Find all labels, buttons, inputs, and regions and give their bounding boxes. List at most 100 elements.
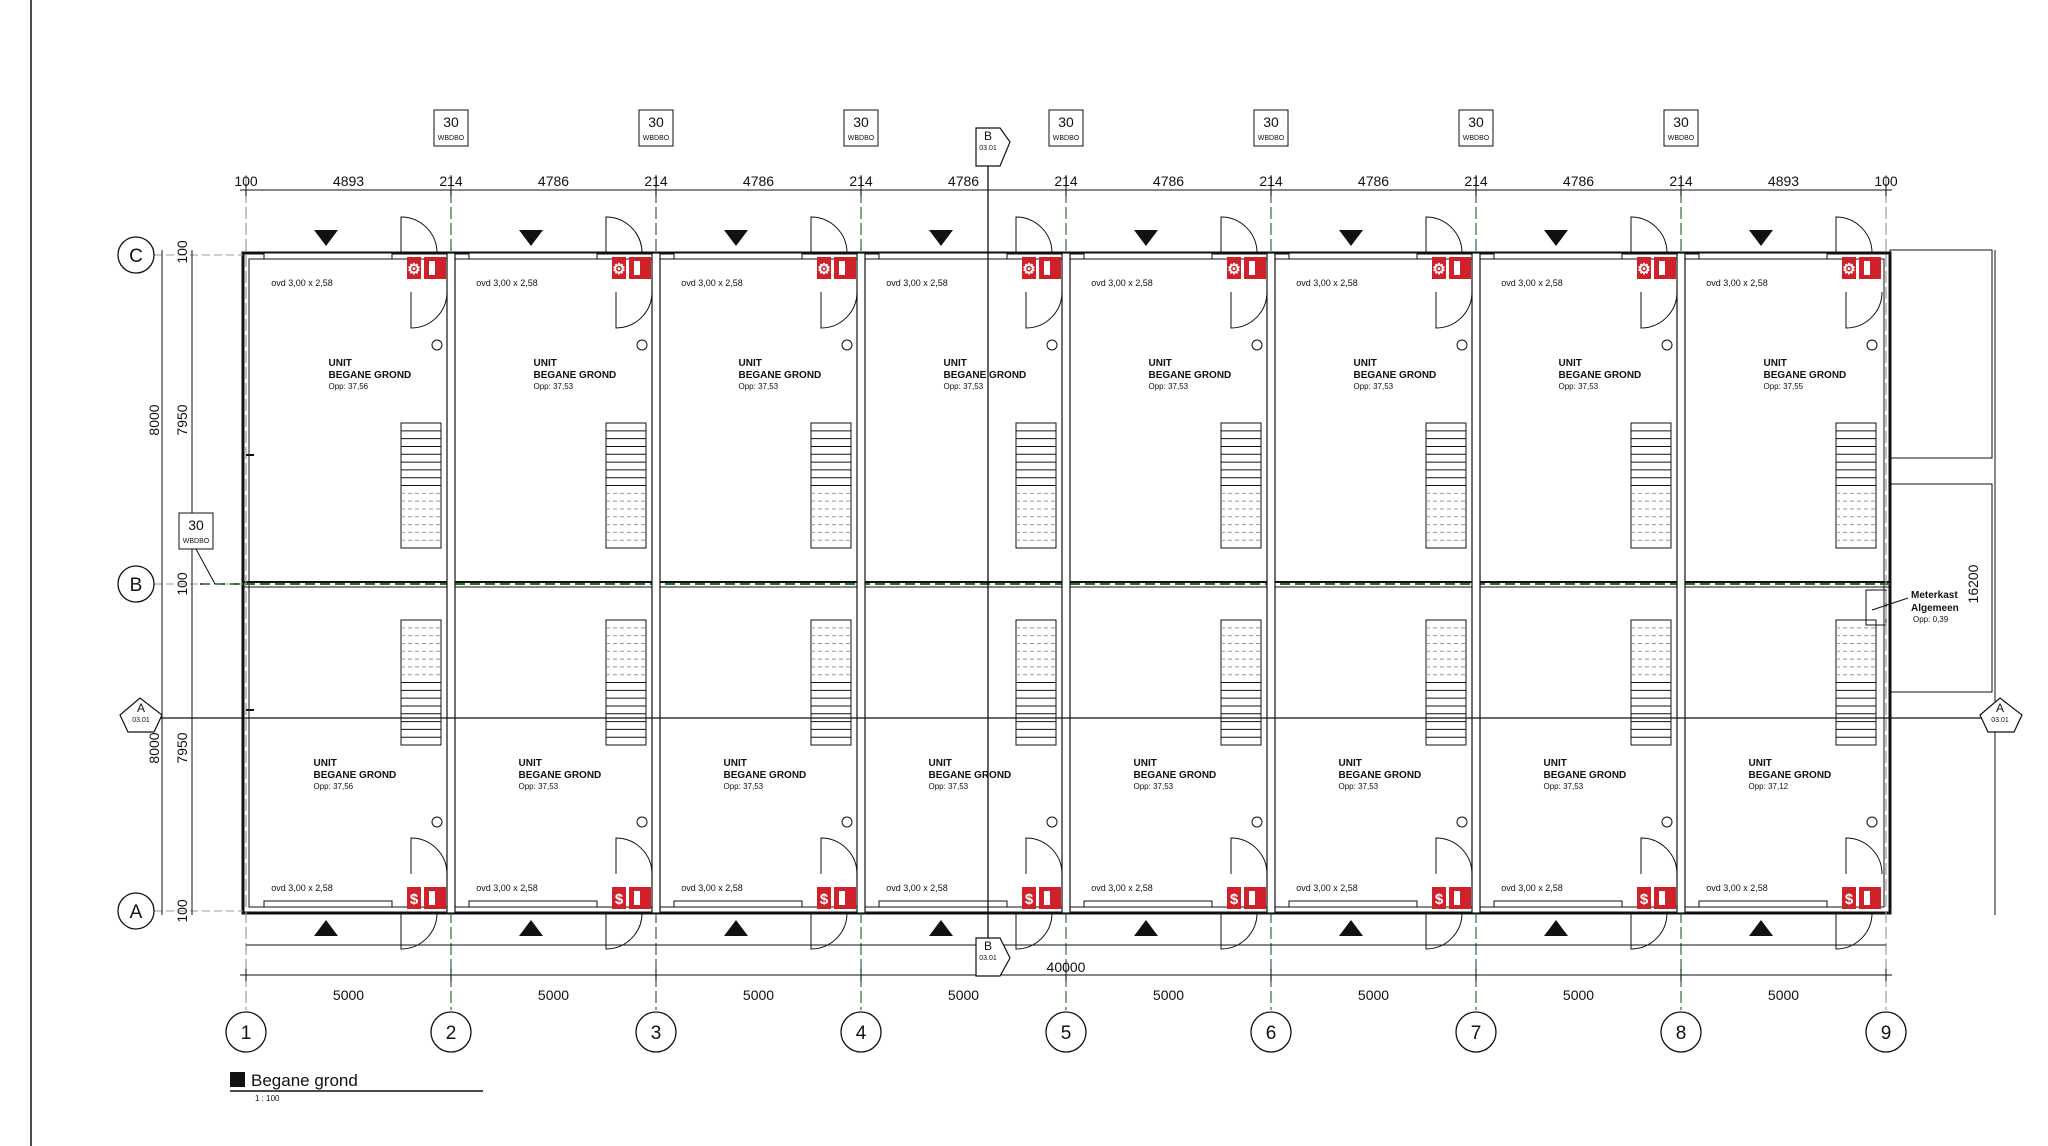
window-label-bottom: ovd 3,00 x 2,58	[1706, 883, 1768, 893]
fire-rating-tag	[1663, 109, 1699, 147]
fire-safety-bottom-extinguisher-body	[1454, 891, 1460, 905]
door-bottom-swing	[1015, 912, 1053, 950]
smoke-detector-top	[1661, 339, 1673, 351]
section-marker-b-top-shape	[975, 127, 1011, 167]
unit-bottom-floor: BEGANE GROND	[1134, 770, 1217, 781]
window-label-bottom: ovd 3,00 x 2,58	[476, 883, 538, 893]
meter-cupboard-label: Meterkast	[1911, 590, 1958, 601]
fire-safety-top-sign	[407, 257, 421, 279]
smoke-detector-bottom	[636, 816, 648, 828]
unit-top-area: Opp: 37,53	[739, 382, 779, 391]
smoke-detector-bottom	[1046, 816, 1058, 828]
door-inner-top-swing	[1435, 291, 1473, 329]
stair-bottom	[1220, 619, 1262, 746]
door-inner-top-swing	[1845, 291, 1883, 329]
smoke-detector-bottom	[1866, 816, 1878, 828]
window-label-bottom: ovd 3,00 x 2,58	[1501, 883, 1563, 893]
fire-safety-bottom: $	[817, 887, 856, 909]
fire-safety-bottom-sign	[612, 887, 626, 909]
top-dim-value: 4893	[333, 173, 364, 189]
grid-label-6: 6	[1266, 1023, 1277, 1044]
unit-top-area: Opp: 37,53	[534, 382, 574, 391]
fire-safety-bottom-sign-glyph: $	[410, 891, 419, 908]
door-inner-bottom-swing	[1845, 837, 1883, 875]
unit-bottom-name: UNIT	[1134, 758, 1157, 769]
fire-rating-code: WBDBO	[848, 135, 875, 142]
door-inner-bottom	[1230, 837, 1268, 875]
door-top	[1630, 216, 1668, 254]
grid-label-1: 1	[241, 1023, 252, 1044]
smoke-detector-top	[1456, 339, 1468, 351]
door-top-swing	[400, 216, 438, 254]
entrance-arrow-bottom	[1134, 920, 1158, 936]
entrance-arrow-top	[724, 230, 748, 246]
fire-safety-bottom-sign-glyph: $	[1025, 891, 1034, 908]
door-inner-top	[1435, 291, 1473, 329]
bottom-dim-value: 5000	[333, 987, 364, 1003]
fire-safety-bottom: $	[1432, 887, 1471, 909]
fire-safety-bottom-extinguisher-body	[1044, 891, 1050, 905]
unit-bottom-area: Opp: 37,56	[314, 782, 354, 791]
entrance-arrow-top	[1134, 230, 1158, 246]
unit-top-name: UNIT	[1764, 358, 1787, 369]
left-dim-outer-value: 8000	[146, 732, 162, 763]
fire-safety-top-extinguisher-body	[1864, 261, 1870, 275]
drawing-title: Begane grond	[251, 1071, 358, 1090]
grid-label-4: 4	[856, 1023, 867, 1044]
left-dim-outer-value: 8000	[146, 404, 162, 435]
fire-safety-bottom-extinguisher-body	[1864, 891, 1870, 905]
fire-safety-bottom-sign-glyph: $	[1845, 891, 1854, 908]
unit-top-floor: BEGANE GROND	[944, 370, 1027, 381]
annex-outline	[1889, 249, 1993, 459]
door-inner-bottom-swing	[1435, 837, 1473, 875]
window-label-bottom: ovd 3,00 x 2,58	[1296, 883, 1358, 893]
smoke-detector-top	[1866, 339, 1878, 351]
smoke-detector-bottom	[431, 816, 443, 828]
door-inner-bottom-swing	[615, 837, 653, 875]
unit-top-floor: BEGANE GROND	[329, 370, 412, 381]
fire-rating-leader-left	[195, 548, 216, 585]
window-label-top: ovd 3,00 x 2,58	[1091, 278, 1153, 288]
unit-top-name: UNIT	[1354, 358, 1377, 369]
fire-safety-bottom: $	[1637, 887, 1676, 909]
unit-top-area: Opp: 37,53	[944, 382, 984, 391]
unit-bottom-name: UNIT	[1339, 758, 1362, 769]
door-top-swing	[1630, 216, 1668, 254]
fire-rating-tag	[433, 109, 469, 147]
fire-safety-bottom-sign	[1842, 887, 1856, 909]
section-marker-a-right-letter: A	[1996, 701, 2004, 715]
unit-top-floor: BEGANE GROND	[739, 370, 822, 381]
section-marker-b-bottom-letter: B	[984, 939, 992, 953]
unit-bottom-area: Opp: 37,53	[724, 782, 764, 791]
door-top	[400, 216, 438, 254]
window-label-bottom: ovd 3,00 x 2,58	[1091, 883, 1153, 893]
right-dim-value: 16200	[1965, 564, 1981, 603]
unit-bottom-area: Opp: 37,53	[1134, 782, 1174, 791]
fire-safety-top: ⚙	[1842, 257, 1881, 279]
title-square	[230, 1072, 245, 1087]
unit-top-floor: BEGANE GROND	[1559, 370, 1642, 381]
fire-safety-top-extinguisher-body	[1249, 261, 1255, 275]
fire-safety-bottom-sign	[1227, 887, 1241, 909]
fire-rating-value: 30	[1673, 114, 1689, 130]
unit-bottom-floor: BEGANE GROND	[929, 770, 1012, 781]
meter-cupboard-label-2: Algemeen	[1911, 603, 1959, 614]
window-bottom	[1288, 900, 1418, 908]
fire-safety-top-sign	[1637, 257, 1651, 279]
window-top	[1288, 252, 1418, 260]
door-top-swing	[605, 216, 643, 254]
window-label-top: ovd 3,00 x 2,58	[1706, 278, 1768, 288]
fire-rating-value: 30	[853, 114, 869, 130]
window-label-bottom: ovd 3,00 x 2,58	[886, 883, 948, 893]
stair-top	[810, 422, 852, 549]
window-bottom	[1698, 900, 1828, 908]
smoke-detector-bottom	[1456, 816, 1468, 828]
fire-safety-top-sign-glyph: ⚙	[1432, 261, 1445, 278]
door-bottom	[1015, 912, 1053, 950]
fire-safety-bottom: $	[1227, 887, 1266, 909]
door-inner-top	[1025, 291, 1063, 329]
door-inner-top-swing	[1640, 291, 1678, 329]
door-inner-top	[1230, 291, 1268, 329]
grid-label-8: 8	[1676, 1023, 1687, 1044]
unit-bottom-area: Opp: 37,53	[1339, 782, 1379, 791]
